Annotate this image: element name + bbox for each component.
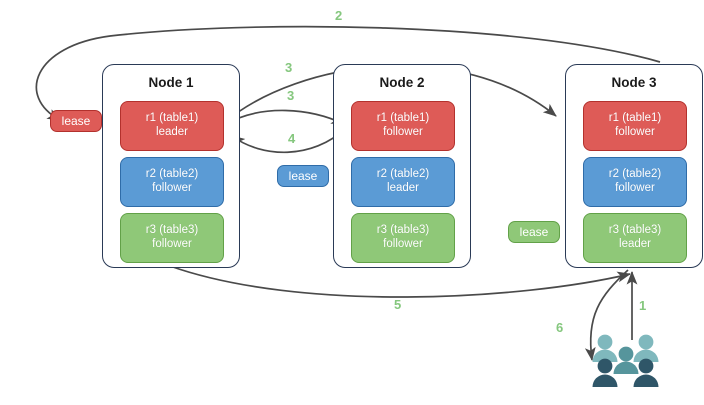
replica-line1: r2 (table2) bbox=[608, 168, 662, 181]
step-label-2: 2 bbox=[335, 8, 343, 23]
replica-line1: r3 (table3) bbox=[145, 224, 199, 237]
step-label-1: 1 bbox=[639, 298, 647, 313]
arrow-step-3-to-node2 bbox=[225, 109, 345, 125]
step-label-4: 4 bbox=[288, 131, 296, 146]
arrow-step-5 bbox=[169, 265, 631, 298]
replica-node2-r2[interactable]: r2 (table2) leader bbox=[351, 157, 455, 207]
replica-node3-r3[interactable]: r3 (table3) leader bbox=[583, 213, 687, 263]
replica-node3-r2[interactable]: r2 (table2) follower bbox=[583, 157, 687, 207]
replica-node2-r3[interactable]: r3 (table3) follower bbox=[351, 213, 455, 263]
arrow-step-6 bbox=[584, 269, 629, 362]
replica-role: follower bbox=[383, 238, 423, 250]
node-title: Node 1 bbox=[148, 75, 194, 90]
node-title: Node 2 bbox=[379, 75, 425, 90]
replica-line1: r2 (table2) bbox=[145, 168, 199, 181]
replica-node1-r3[interactable]: r3 (table3) follower bbox=[120, 213, 224, 263]
replica-line1: r2 (table2) bbox=[376, 168, 430, 181]
node-card-node1[interactable]: Node 1 r1 (table1) leader r2 (table2) fo… bbox=[102, 64, 240, 268]
arrow-step-2 bbox=[35, 25, 661, 121]
lease-badge-r2[interactable]: lease bbox=[277, 165, 329, 187]
users-group-icon bbox=[592, 334, 659, 387]
lease-badge-r3[interactable]: lease bbox=[508, 221, 560, 243]
replica-role: leader bbox=[619, 238, 651, 250]
replica-role: follower bbox=[615, 126, 655, 138]
step-label-3b: 3 bbox=[287, 88, 295, 103]
replica-node1-r2[interactable]: r2 (table2) follower bbox=[120, 157, 224, 207]
replica-line1: r1 (table1) bbox=[376, 112, 430, 125]
replica-line1: r1 (table1) bbox=[145, 112, 199, 125]
replica-line1: r3 (table3) bbox=[608, 224, 662, 237]
replica-role: follower bbox=[152, 238, 192, 250]
replica-role: leader bbox=[156, 126, 188, 138]
node-card-node3[interactable]: Node 3 r1 (table1) follower r2 (table2) … bbox=[565, 64, 703, 268]
step-label-5: 5 bbox=[394, 297, 402, 312]
replica-line1: r1 (table1) bbox=[608, 112, 662, 125]
node-card-node2[interactable]: Node 2 r1 (table1) follower r2 (table2) … bbox=[333, 64, 471, 268]
replica-role: follower bbox=[383, 126, 423, 138]
replica-node1-r1[interactable]: r1 (table1) leader bbox=[120, 101, 224, 151]
replica-line1: r3 (table3) bbox=[376, 224, 430, 237]
step-label-3a: 3 bbox=[285, 60, 293, 75]
node-title: Node 3 bbox=[611, 75, 657, 90]
lease-badge-r1[interactable]: lease bbox=[50, 110, 102, 132]
step-label-6: 6 bbox=[556, 320, 564, 335]
replica-node2-r1[interactable]: r1 (table1) follower bbox=[351, 101, 455, 151]
replica-role: leader bbox=[387, 182, 419, 194]
replica-role: follower bbox=[615, 182, 655, 194]
replica-node3-r1[interactable]: r1 (table1) follower bbox=[583, 101, 687, 151]
replica-role: follower bbox=[152, 182, 192, 194]
